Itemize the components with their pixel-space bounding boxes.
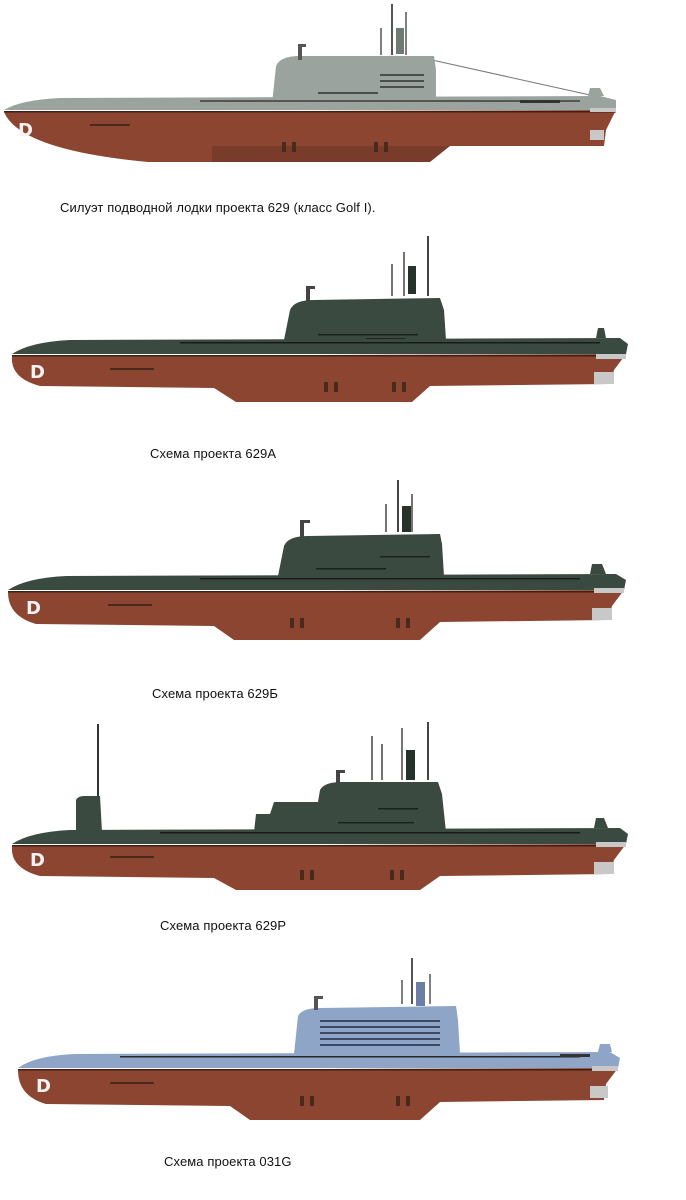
svg-text:D: D <box>26 598 41 619</box>
submarine-031g-block: D Схема проекта 031G <box>0 950 686 1200</box>
caption-629a: Схема проекта 629А <box>150 446 277 461</box>
submarine-629a-profile: D <box>11 236 628 402</box>
submarine-629b-profile: D <box>8 480 626 640</box>
submarine-629a-block: D Схема проекта 629А <box>0 230 686 470</box>
caption-629: Силуэт подводной лодки проекта 629 (клас… <box>60 200 376 215</box>
caption-629r: Схема проекта 629Р <box>160 918 287 933</box>
svg-text:D: D <box>30 362 45 383</box>
svg-text:D: D <box>30 850 45 871</box>
submarine-629r-profile: D <box>11 722 628 890</box>
svg-text:D: D <box>36 1076 51 1097</box>
caption-629b: Схема проекта 629Б <box>152 686 278 701</box>
submarine-629b-block: D Схема проекта 629Б <box>0 470 686 710</box>
submarine-629-block: D Силуэт подводной лодки проекта 629 (кл… <box>0 0 686 230</box>
submarine-629r-block: D Схема проекта 629Р <box>0 710 686 960</box>
submarine-629-profile: D <box>4 4 616 162</box>
caption-031g: Схема проекта 031G <box>164 1154 292 1169</box>
svg-text:D: D <box>18 120 33 141</box>
submarine-031g-profile: D <box>18 958 620 1120</box>
